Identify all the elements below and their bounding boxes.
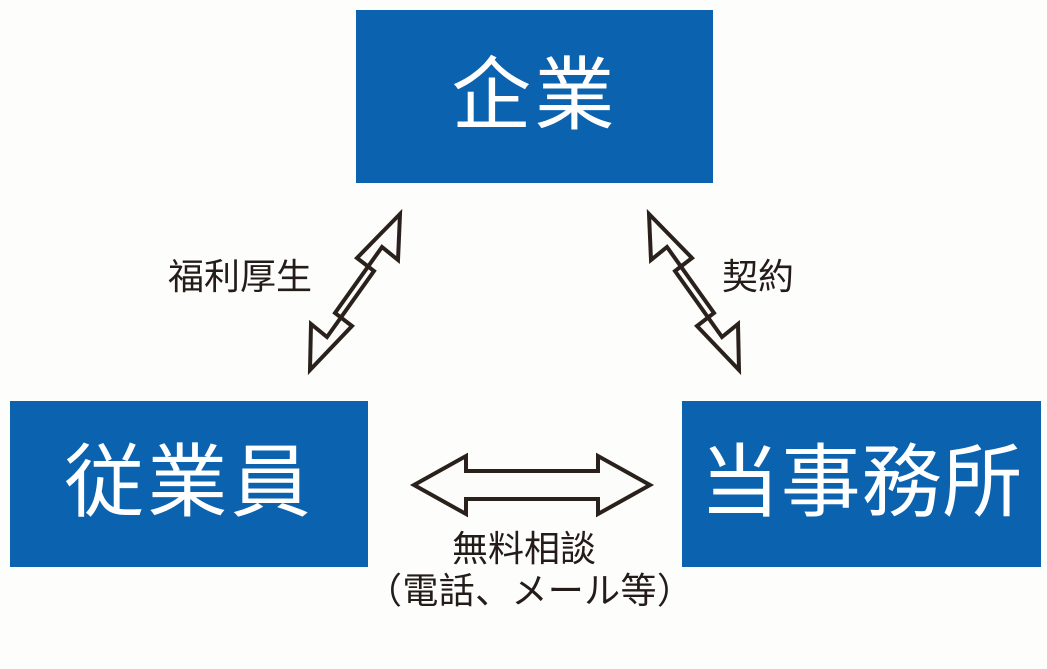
arrow-welfare-bidirectional bbox=[300, 208, 406, 376]
node-label-employee: 従業員 bbox=[64, 440, 314, 528]
edge-label-consultation-line-1: 無料相談 bbox=[451, 529, 596, 569]
node-box-employee[interactable]: 従業員 bbox=[10, 401, 368, 567]
edge-label-welfare: 福利厚生 bbox=[168, 257, 313, 297]
node-label-company: 企業 bbox=[451, 52, 618, 141]
edge-label-contract: 契約 bbox=[722, 257, 795, 297]
node-label-office: 当事務所 bbox=[699, 440, 1024, 528]
arrow-contract-bidirectional bbox=[643, 208, 749, 376]
edge-label-consultation-line-2: （電話、メール等） bbox=[366, 571, 694, 612]
node-box-office[interactable]: 当事務所 bbox=[682, 401, 1041, 567]
node-box-company[interactable]: 企業 bbox=[356, 10, 713, 183]
arrow-consultation-bidirectional bbox=[409, 452, 655, 518]
edge-label-consultation: 無料相談 （電話、メール等） bbox=[366, 528, 694, 613]
